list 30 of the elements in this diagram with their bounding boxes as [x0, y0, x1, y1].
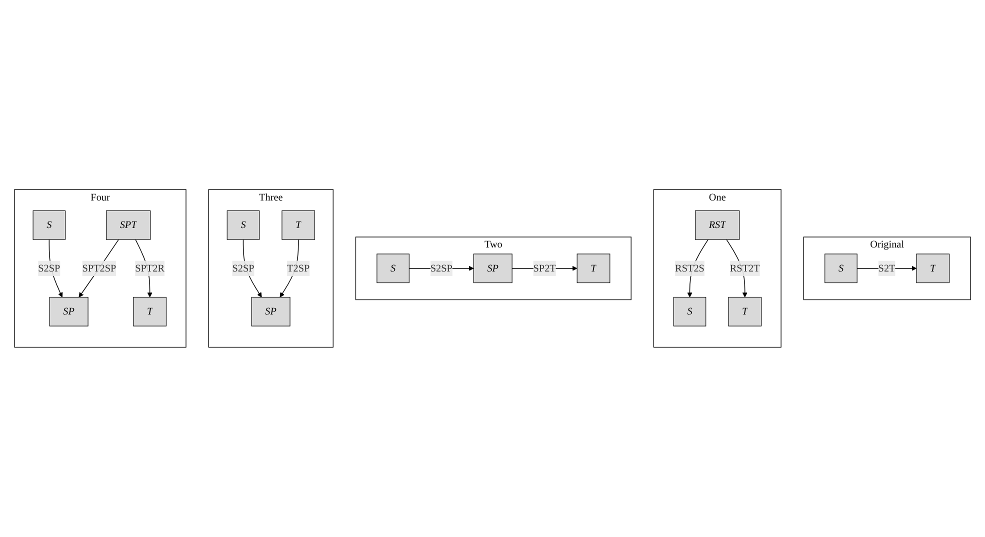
edge-label: SPT2SP [82, 262, 116, 274]
edge-label: SPT2R [135, 262, 165, 274]
node-box: SP [49, 297, 88, 326]
node-box: S [673, 297, 706, 326]
arrow [48, 239, 63, 298]
node-box: T [728, 297, 762, 326]
arrow [242, 239, 262, 298]
edge-label: RST2T [730, 262, 760, 274]
edge-label: T2SP [287, 262, 310, 274]
node-box: SPT [106, 210, 151, 240]
node-box: S [226, 210, 260, 240]
node-box: S [376, 254, 410, 284]
arrow [78, 239, 119, 298]
arrow [856, 266, 917, 271]
edge-label: S2SP [38, 262, 60, 274]
edge-label: S2SP [430, 262, 452, 274]
node-box: S [824, 254, 858, 284]
edge-label: S2T [878, 262, 896, 274]
node-box: T [133, 297, 166, 326]
node-box: T [282, 210, 316, 240]
arrow [280, 239, 299, 298]
node-box: T [916, 254, 950, 284]
edge-label: S2SP [232, 262, 254, 274]
node-box: S [32, 210, 66, 240]
node-box: SP [251, 297, 290, 326]
node-box: RST [694, 210, 740, 240]
node-box: T [576, 254, 610, 284]
edge-label: SP2T [533, 262, 556, 274]
node-box: SP [473, 254, 512, 284]
edge-label: RST2S [675, 262, 704, 274]
